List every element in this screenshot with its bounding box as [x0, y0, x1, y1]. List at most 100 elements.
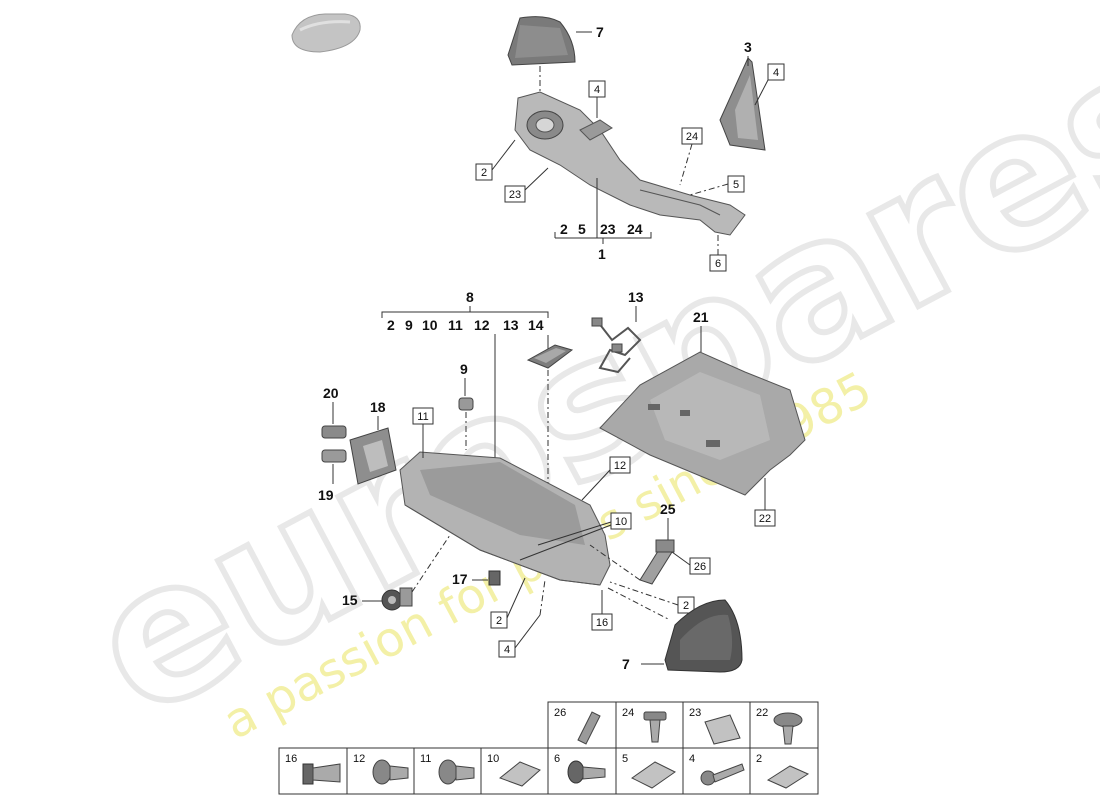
part-7-top: [507, 16, 576, 66]
fastener-cell: 23: [682, 701, 751, 749]
leader-10b: [519, 524, 612, 561]
label-box-22: 22: [754, 509, 776, 527]
label-10: 10: [615, 516, 627, 528]
fastener-cell-number: 24: [622, 707, 634, 719]
leader-23: [524, 167, 549, 191]
leader-4c-dash: [539, 579, 546, 616]
label-box-4a: 4: [588, 80, 606, 98]
group-8-bracket: 8 2 9 10 11 12 13 14: [381, 289, 549, 460]
label-5: 5: [733, 179, 739, 191]
label-box-24: 24: [681, 127, 703, 145]
leader-10: [537, 521, 612, 546]
leader-24: [679, 143, 693, 186]
fastener-cell-number: 16: [285, 753, 297, 765]
callout-9: 9: [460, 361, 468, 377]
fastener-cell: 26: [547, 701, 617, 749]
label-23: 23: [509, 189, 521, 201]
fastener-cell-number: 22: [756, 707, 768, 719]
part-19-switch: [321, 449, 347, 463]
group-8-member: 14: [528, 317, 544, 333]
leader-25-dash: [589, 544, 641, 581]
part-8-glovebox: [399, 451, 611, 586]
callout-15: 15: [342, 592, 358, 608]
leader-2a: [491, 139, 516, 171]
label-box-16: 16: [591, 613, 613, 631]
label-4b: 4: [773, 67, 779, 79]
label-box-11: 11: [412, 407, 434, 425]
group-1-member: 5: [578, 221, 586, 237]
part-15-lock: [381, 587, 413, 611]
callout-25: 25: [660, 501, 676, 517]
fastener-cell-number: 23: [689, 707, 701, 719]
callout-1: 1: [598, 246, 606, 262]
label-4a: 4: [594, 84, 600, 96]
part-7-bottom: [664, 599, 743, 673]
fastener-cell: 4: [682, 747, 751, 795]
fastener-cell-number: 5: [622, 753, 628, 765]
fastener-table: 26 24 23 22 16 12: [278, 701, 819, 795]
group-1-member: 24: [627, 221, 643, 237]
fastener-cell: 2: [749, 747, 819, 795]
fastener-cell: 16: [278, 747, 348, 795]
fastener-cell-number: 6: [554, 753, 560, 765]
label-box-4c: 4: [498, 640, 516, 658]
label-box-2b: 2: [677, 596, 695, 614]
label-box-6: 6: [709, 254, 727, 272]
label-box-10: 10: [610, 512, 632, 530]
group-8-member: 11: [448, 317, 463, 333]
fastener-cell: 5: [615, 747, 684, 795]
callout-18: 18: [370, 399, 386, 415]
leader-26: [671, 551, 691, 566]
leader-4c: [514, 614, 541, 649]
label-16: 16: [596, 617, 608, 629]
callout-8: 8: [466, 289, 474, 305]
label-box-5: 5: [727, 175, 745, 193]
fastener-cell: 12: [346, 747, 415, 795]
group-8-member: 9: [405, 317, 413, 333]
fastener-cell-number: 12: [353, 753, 365, 765]
fastener-cell-number: 10: [487, 753, 499, 765]
group-8-member: 10: [422, 317, 438, 333]
callout-7-top: 7: [596, 24, 604, 40]
label-box-2a: 2: [475, 163, 493, 181]
leader-5: [689, 183, 729, 196]
label-box-4b: 4: [767, 63, 785, 81]
label-26: 26: [694, 561, 706, 573]
fastener-cell: 11: [413, 747, 482, 795]
part-18-bezel: [349, 427, 397, 485]
label-24: 24: [686, 131, 698, 143]
label-11: 11: [417, 411, 428, 423]
callout-13: 13: [628, 289, 644, 305]
label-12: 12: [614, 460, 626, 472]
label-4c: 4: [504, 644, 510, 656]
group-1-member: 23: [600, 221, 616, 237]
label-22: 22: [759, 513, 771, 525]
leader-2c: [506, 577, 526, 619]
callout-20: 20: [323, 385, 339, 401]
part-1-dash-carrier: [514, 91, 746, 236]
group-8-member: 13: [503, 317, 519, 333]
fastener-cell-number: 26: [554, 707, 566, 719]
leader-15-dash: [411, 534, 451, 593]
fastener-cell: 6: [547, 747, 617, 795]
leader-7-bottom-dash: [607, 587, 671, 621]
callout-7-bottom: 7: [622, 656, 630, 672]
part-20-switch: [321, 425, 347, 439]
group-1-bracket: 2 5 23 24 1: [554, 178, 652, 262]
label-box-23: 23: [504, 185, 526, 203]
group-8-member: 12: [474, 317, 490, 333]
callout-21: 21: [693, 309, 709, 325]
leader-12: [581, 469, 611, 501]
part-14-module: [526, 344, 574, 369]
callout-17: 17: [452, 571, 468, 587]
label-box-12: 12: [609, 456, 631, 474]
fastener-cell-number: 4: [689, 753, 695, 765]
label-2a: 2: [481, 167, 487, 179]
part-17-clip: [488, 570, 501, 586]
part-25-rod: [639, 539, 675, 585]
part-9-clip: [458, 397, 474, 411]
label-2b: 2: [683, 600, 689, 612]
fastener-cell: 24: [615, 701, 684, 749]
leader-4b: [754, 79, 769, 106]
